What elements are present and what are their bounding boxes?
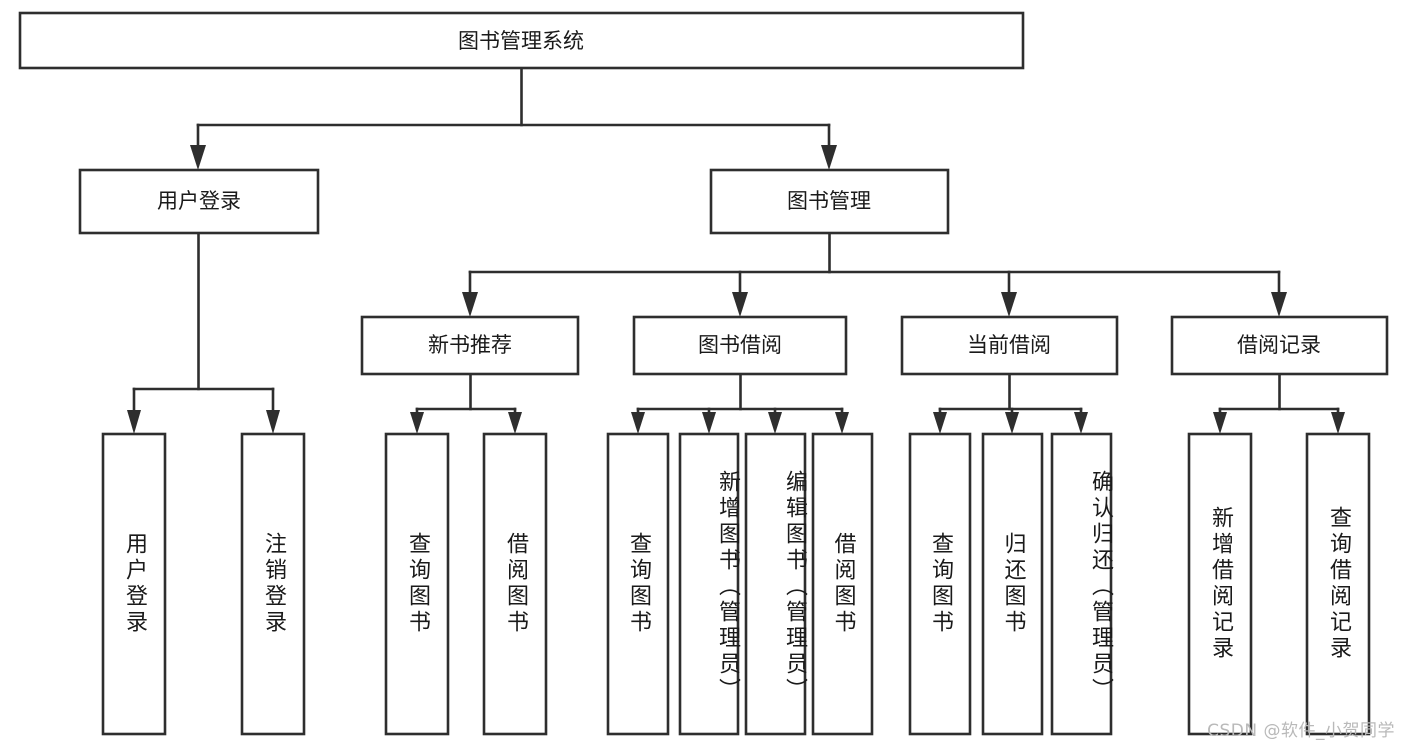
node-book-borrow-box[interactable] [632,315,848,376]
node-root-system-box[interactable] [18,11,1025,70]
node-user-login[interactable]: 用户登录 [78,168,320,235]
connector-group-book-mgmt [462,231,1287,317]
node-borrow-records[interactable]: 借阅记录 [1170,315,1389,376]
arrow-head-book-mgmt [821,145,837,170]
connector-group-user-login [127,231,280,434]
node-book-management[interactable]: 图书管理 [709,168,950,235]
arrow-head-leaf-user-login [127,410,141,434]
arrow-head-user-login [190,145,206,170]
node-borrow-records-box[interactable] [1170,315,1389,376]
leaf-query-book-1-box[interactable] [384,432,450,736]
node-root-system[interactable]: 图书管理系统 [18,11,1025,70]
leaf-query-book-3-box[interactable] [908,432,972,736]
arrow-head-borrow [732,292,748,317]
node-root-system-label: 图书管理系统 [458,29,584,53]
arrow-head-leaf-add-record [1213,412,1227,434]
leaf-return-book-box[interactable] [981,432,1044,736]
arrow-head-leaf-add-book [702,412,716,434]
leaf-borrow-book-2-box[interactable] [811,432,874,736]
leaf-box-group [101,432,1371,736]
node-new-book-recommend-label: 新书推荐 [428,333,512,357]
arrow-head-leaf-return-book [1005,412,1019,434]
connector-group-current [933,372,1088,434]
leaf-confirm-return-box[interactable] [1050,432,1113,736]
arrow-head-leaf-edit-book [768,412,782,434]
node-borrow-records-label: 借阅记录 [1237,333,1321,357]
arrow-head-leaf-borrow-book-2 [835,412,849,434]
arrow-head-newbook [462,292,478,317]
node-user-login-box[interactable] [78,168,320,235]
leaf-query-book-2-box[interactable] [606,432,670,736]
leaf-add-book-box[interactable] [678,432,740,736]
arrow-head-current [1001,292,1017,317]
node-new-book-recommend-box[interactable] [360,315,580,376]
leaf-user-login-box[interactable] [101,432,167,736]
connector-group-borrow [631,372,849,434]
node-new-book-recommend[interactable]: 新书推荐 [360,315,580,376]
node-user-login-label: 用户登录 [157,189,241,213]
arrow-head-leaf-query-book-2 [631,412,645,434]
leaf-borrow-book-1-box[interactable] [482,432,548,736]
connector-group-root [190,66,837,170]
csdn-watermark: CSDN @软件_小贺同学 [1207,721,1395,741]
connector-group-records [1213,372,1345,434]
node-book-management-label: 图书管理 [787,189,871,213]
leaf-add-record-box[interactable] [1187,432,1253,736]
leaf-query-record-box[interactable] [1305,432,1371,736]
arrow-head-leaf-confirm-return [1074,412,1088,434]
node-current-borrow-label: 当前借阅 [967,333,1051,357]
arrow-head-leaf-query-record [1331,412,1345,434]
node-current-borrow-box[interactable] [900,315,1119,376]
leaf-edit-book-box[interactable] [744,432,807,736]
connector-group-newbook [410,372,522,434]
node-book-borrow[interactable]: 图书借阅 [632,315,848,376]
arrow-head-leaf-query-book-1 [410,412,424,434]
arrow-head-leaf-query-book-3 [933,412,947,434]
arrow-head-leaf-borrow-book-1 [508,412,522,434]
node-book-management-box[interactable] [709,168,950,235]
arrow-head-records [1271,292,1287,317]
arrow-head-leaf-logout [266,410,280,434]
leaf-logout-box[interactable] [240,432,306,736]
node-current-borrow[interactable]: 当前借阅 [900,315,1119,376]
node-book-borrow-label: 图书借阅 [698,333,782,357]
